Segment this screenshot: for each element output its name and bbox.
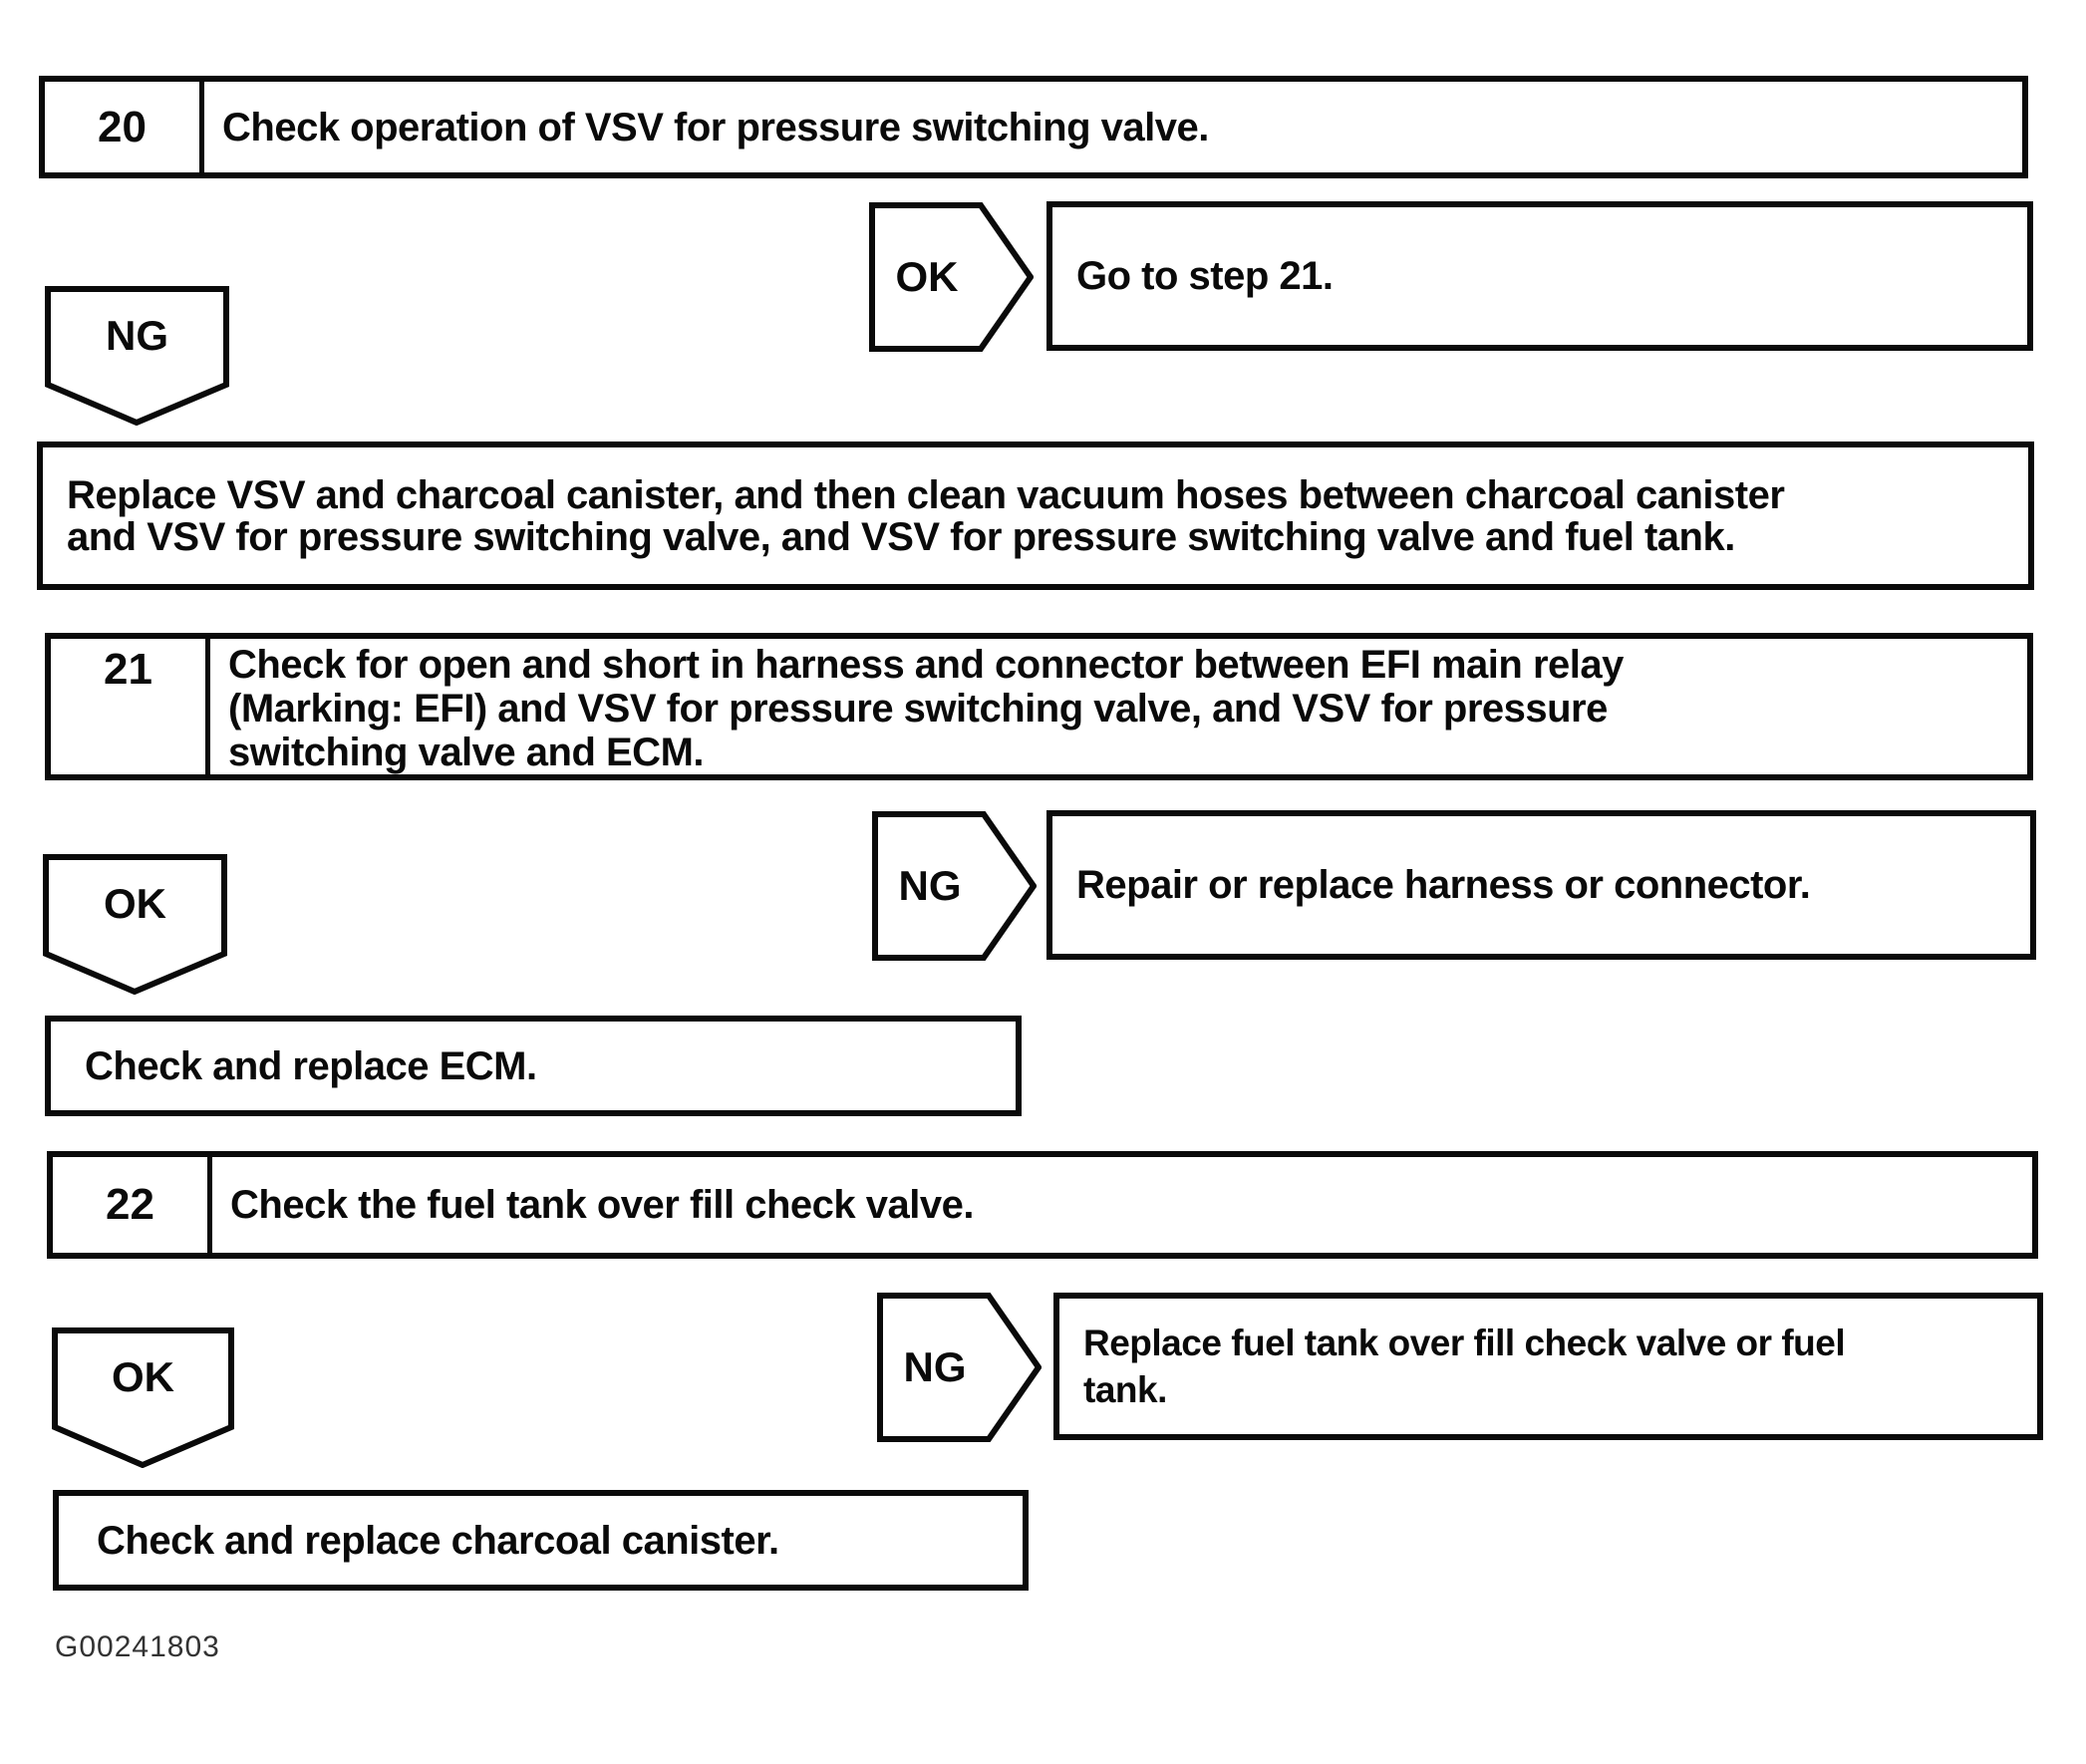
check-replace-ecm-text: Check and replace ECM. [85, 1043, 537, 1088]
replace-vsv-line1: Replace VSV and charcoal canister, and t… [67, 472, 1785, 517]
ok-pentagon-step22: OK [52, 1327, 234, 1468]
replace-vsv-canister-box: Replace VSV and charcoal canister, and t… [37, 441, 2034, 590]
step-21-title-line1: Check for open and short in harness and … [228, 643, 1624, 687]
ng-pentagon-step20: NG [45, 286, 229, 426]
ok-label: OK [104, 880, 166, 927]
ng-pentagon-step22: NG [877, 1293, 1042, 1442]
ok-label: OK [112, 1353, 174, 1400]
ok-pentagon-step20: OK [869, 202, 1034, 352]
pentagon-down-icon [43, 854, 227, 995]
goto-step-21-text: Go to step 21. [1076, 254, 1334, 298]
pentagon-down-icon [45, 286, 229, 426]
step-20-box: 20 Check operation of VSV for pressure s… [39, 76, 2028, 178]
pentagon-right-icon [872, 811, 1037, 961]
replace-fuel-tank-line2: tank. [1083, 1369, 1167, 1410]
step-22-number: 22 [53, 1157, 212, 1253]
step-20-number: 20 [45, 82, 204, 172]
step-21-number: 21 [51, 639, 210, 774]
step-20-title: Check operation of VSV for pressure swit… [222, 105, 1209, 149]
check-replace-charcoal-box: Check and replace charcoal canister. [53, 1490, 1029, 1591]
check-replace-ecm-box: Check and replace ECM. [45, 1016, 1022, 1116]
ok-label: OK [895, 253, 959, 300]
pentagon-down-icon [52, 1327, 234, 1468]
ng-label: NG [903, 1343, 967, 1390]
ng-pentagon-step21: NG [872, 811, 1037, 961]
replace-vsv-line2: and VSV for pressure switching valve, an… [67, 514, 1735, 559]
step-21-title-line3: switching valve and ECM. [228, 731, 705, 774]
repair-harness-box: Repair or replace harness or connector. [1046, 810, 2036, 960]
check-replace-charcoal-text: Check and replace charcoal canister. [97, 1518, 779, 1563]
pentagon-right-icon [877, 1293, 1042, 1442]
step-21-box: 21 Check for open and short in harness a… [45, 633, 2033, 780]
figure-id: G00241803 [55, 1630, 220, 1663]
step-21-title-line2: (Marking: EFI) and VSV for pressure swit… [228, 687, 1608, 731]
replace-fuel-tank-box: Replace fuel tank over fill check valve … [1053, 1293, 2043, 1440]
pentagon-right-icon [869, 202, 1034, 352]
repair-harness-text: Repair or replace harness or connector. [1076, 863, 1811, 907]
step-22-title: Check the fuel tank over fill check valv… [230, 1183, 975, 1227]
ng-label: NG [106, 312, 168, 359]
replace-fuel-tank-line1: Replace fuel tank over fill check valve … [1083, 1323, 1846, 1363]
goto-step-21-box: Go to step 21. [1046, 201, 2033, 351]
ng-label: NG [898, 862, 962, 909]
step-22-box: 22 Check the fuel tank over fill check v… [47, 1151, 2038, 1259]
ok-pentagon-step21: OK [43, 854, 227, 995]
